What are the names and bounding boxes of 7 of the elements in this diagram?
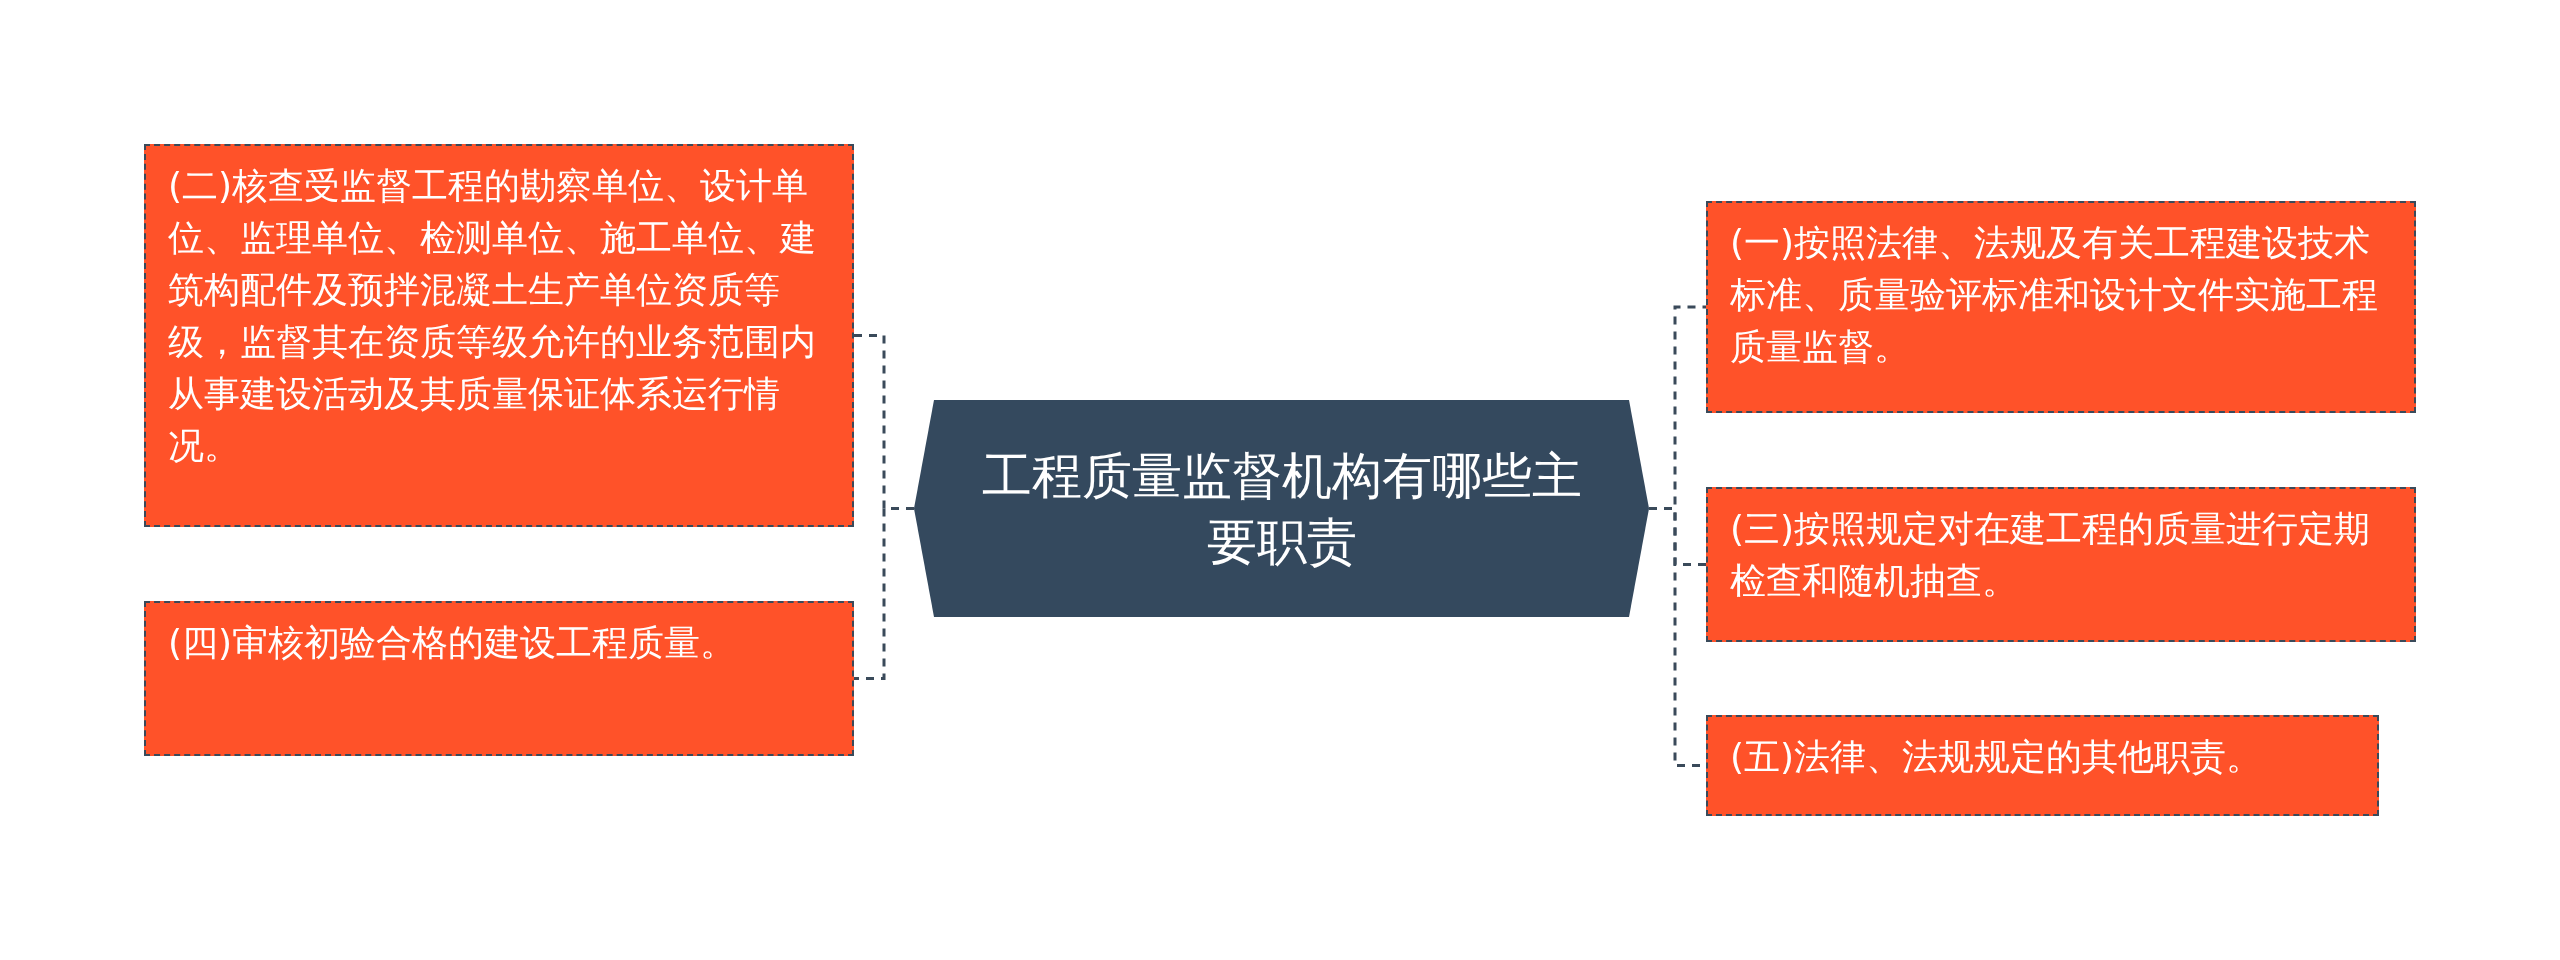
duty-box: (一)按照法律、法规及有关工程建设技术标准、质量验评标准和设计文件实施工程质量监督。 — [1706, 201, 2416, 413]
topic-text: 工程质量监督机构有哪些主要职责 — [980, 445, 1583, 573]
duty-box: (二)核查受监督工程的勘察单位、设计单位、监理单位、检测单位、施工单位、建筑构配件及预拌混凝土生产单位资质等级，监督其在资质等级允许的业务范围内从事建设活动及其质量保证体系运行情况。 — [144, 144, 854, 527]
duty-box: (五)法律、法规规定的其他职责。 — [1706, 715, 2379, 816]
duty-box: (四)审核初验合格的建设工程质量。 — [144, 601, 854, 756]
connector-line — [854, 507, 914, 680]
duty-box: (三)按照规定对在建工程的质量进行定期检查和随机抽查。 — [1706, 487, 2416, 642]
